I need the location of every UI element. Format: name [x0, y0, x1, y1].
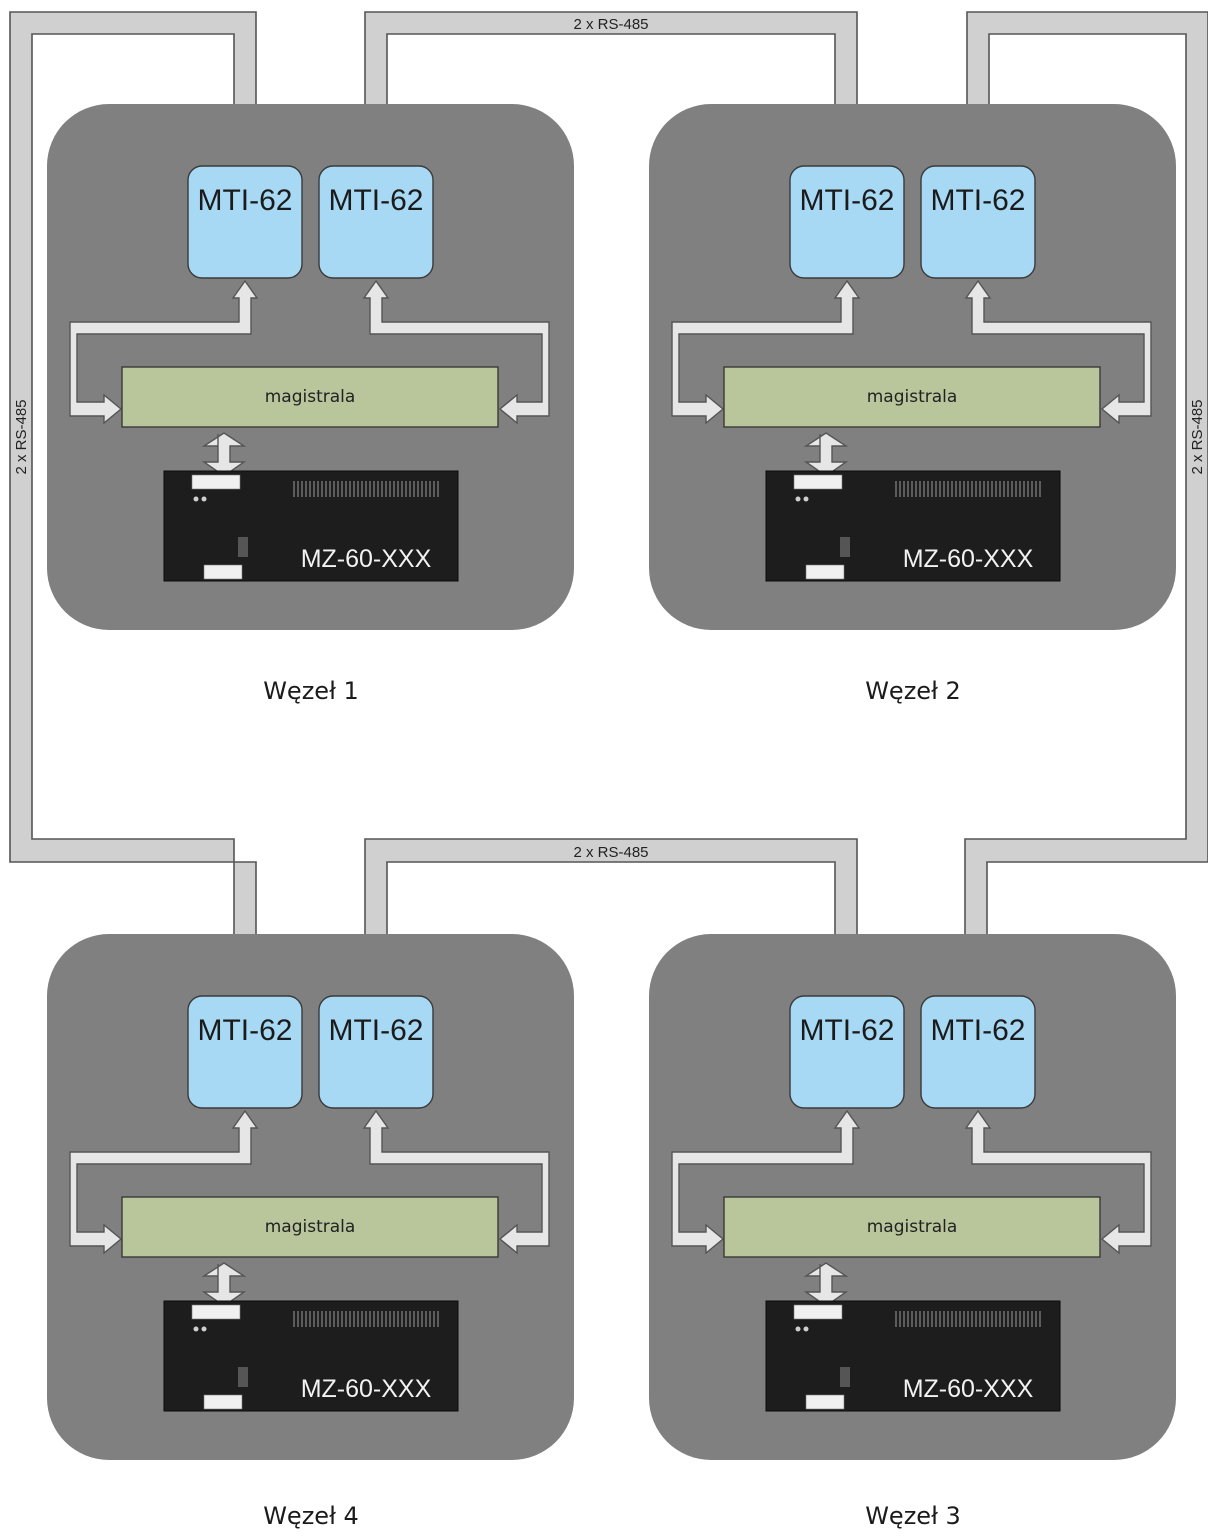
mti-module-right-label: MTI-62	[328, 1014, 423, 1047]
controller-device[interactable]: MZ-60-XXX	[765, 1300, 1061, 1412]
link-left-mti-to-bus	[69, 1109, 259, 1255]
rs485-label-right: 2 x RS-485	[1189, 399, 1206, 474]
bus-bar-label: magistrala	[867, 1217, 958, 1237]
node-3: MTI-62 MTI-62 magistrala	[649, 934, 1176, 1530]
bus-bar-label: magistrala	[867, 387, 958, 407]
link-bus-to-device	[201, 1262, 247, 1307]
rs485-label-top: 2 x RS-485	[573, 16, 648, 33]
controller-vent	[895, 1311, 1041, 1327]
mti-module-left[interactable]	[187, 995, 303, 1109]
link-right-mti-to-bus	[362, 279, 550, 425]
mti-module-right[interactable]	[920, 165, 1036, 279]
node-label: Węzeł 2	[865, 677, 961, 705]
controller-body	[765, 470, 1061, 582]
mti-module-left-label: MTI-62	[799, 1014, 894, 1047]
link-right-mti-to-bus	[964, 1109, 1152, 1255]
bus-bar-label: magistrala	[265, 387, 356, 407]
rs485-label-left: 2 x RS-485	[13, 399, 30, 474]
controller-device[interactable]: MZ-60-XXX	[163, 1300, 459, 1412]
controller-body	[765, 1300, 1061, 1412]
controller-device[interactable]: MZ-60-XXX	[163, 470, 459, 582]
bus-bar-label: magistrala	[265, 1217, 356, 1237]
mti-module-right-label: MTI-62	[930, 1014, 1025, 1047]
node-2: MTI-62 MTI-62 magistrala	[649, 104, 1176, 705]
mti-module-left-label: MTI-62	[197, 1014, 292, 1047]
controller-model-label: MZ-60-XXX	[301, 1375, 432, 1403]
link-left-mti-to-bus	[671, 1109, 861, 1255]
mti-module-left-label: MTI-62	[197, 184, 292, 217]
node-label: Węzeł 4	[263, 1502, 359, 1530]
link-left-mti-to-bus	[69, 279, 259, 425]
controller-device[interactable]: MZ-60-XXX	[765, 470, 1061, 582]
controller-body	[163, 1300, 459, 1412]
controller-vent	[293, 481, 439, 497]
bus-bar	[121, 1196, 499, 1258]
link-bus-to-device	[803, 1262, 849, 1307]
mti-module-left[interactable]	[187, 165, 303, 279]
bus-bar	[723, 1196, 1101, 1258]
node-label: Węzeł 1	[263, 677, 359, 705]
controller-body	[163, 470, 459, 582]
link-bus-to-device	[201, 432, 247, 477]
controller-vent	[895, 481, 1041, 497]
rs485-label-bottom: 2 x RS-485	[573, 844, 648, 861]
controller-vent	[293, 1311, 439, 1327]
bus-bar	[723, 366, 1101, 428]
bus-bar	[121, 366, 499, 428]
node-label: Węzeł 3	[865, 1502, 961, 1530]
mti-module-right[interactable]	[920, 995, 1036, 1109]
link-bus-to-device	[803, 432, 849, 477]
controller-model-label: MZ-60-XXX	[903, 545, 1034, 573]
link-right-mti-to-bus	[964, 279, 1152, 425]
mti-module-right-label: MTI-62	[930, 184, 1025, 217]
node-1: MTI-62 MTI-62 magistrala	[47, 104, 574, 705]
mti-module-left-label: MTI-62	[799, 184, 894, 217]
controller-model-label: MZ-60-XXX	[301, 545, 432, 573]
mti-module-right-label: MTI-62	[328, 184, 423, 217]
node-4: MTI-62 MTI-62 magistrala	[47, 934, 574, 1530]
mti-module-right[interactable]	[318, 995, 434, 1109]
link-left-mti-to-bus	[671, 279, 861, 425]
mti-module-right[interactable]	[318, 165, 434, 279]
mti-module-left[interactable]	[789, 995, 905, 1109]
link-right-mti-to-bus	[362, 1109, 550, 1255]
mti-module-left[interactable]	[789, 165, 905, 279]
controller-model-label: MZ-60-XXX	[903, 1375, 1034, 1403]
